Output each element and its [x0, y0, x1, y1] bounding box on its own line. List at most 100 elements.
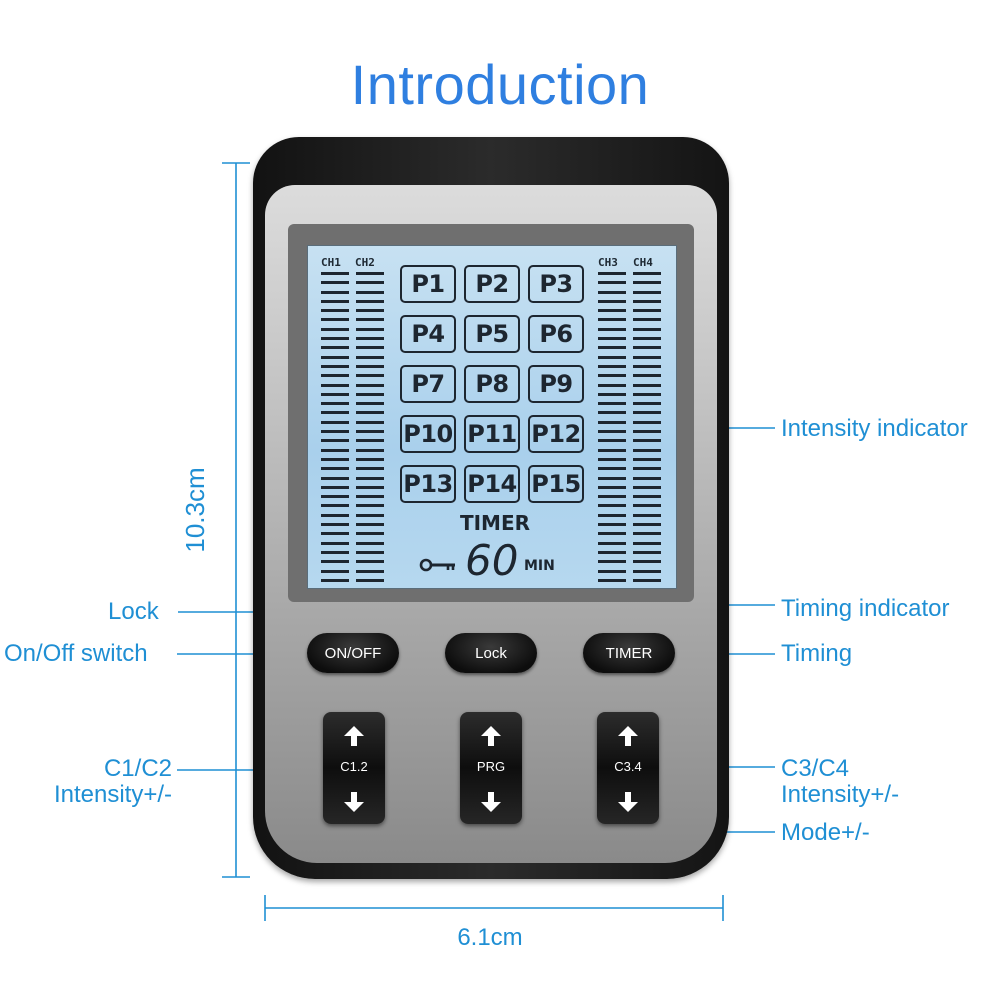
program-p3: P3	[528, 265, 584, 303]
intensity-segment	[598, 485, 626, 489]
timer-button-label: TIMER	[605, 644, 653, 662]
on-off-button[interactable]: ON/OFF	[307, 633, 399, 673]
intensity-segment	[598, 318, 626, 322]
lock-button[interactable]: Lock	[445, 633, 537, 673]
intensity-segment	[321, 476, 349, 480]
intensity-segment	[321, 448, 349, 452]
arrow-down-icon[interactable]	[616, 790, 640, 814]
intensity-segment	[633, 290, 661, 294]
arrow-up-icon[interactable]	[342, 724, 366, 748]
program-p15: P15	[528, 465, 584, 503]
intensity-segment	[321, 513, 349, 517]
timer-button[interactable]: TIMER	[583, 633, 675, 673]
on-off-button-label: ON/OFF	[324, 644, 382, 662]
page-title: Introduction	[350, 53, 650, 116]
arrow-down-icon[interactable]	[479, 790, 503, 814]
c1c2-label: C1/C2	[103, 755, 172, 782]
intensity-segment	[598, 532, 626, 536]
intensity-segment	[356, 374, 384, 378]
lock-button-label: Lock	[475, 644, 507, 662]
intensity-segment	[321, 457, 349, 461]
intensity-segment	[356, 420, 384, 424]
intensity-segment	[633, 299, 661, 303]
intensity-segment	[356, 485, 384, 489]
intensity-segment	[321, 420, 349, 424]
intensity-segment	[598, 569, 626, 573]
program-grid: P1 P2 P3 P4 P5 P6 P7 P8 P9 P10 P11 P12 P…	[400, 265, 590, 503]
intensity-segment	[633, 281, 661, 285]
intensity-segment	[598, 457, 626, 461]
intensity-segment	[633, 467, 661, 471]
ch4-intensity-bars	[633, 272, 661, 582]
program-p2: P2	[464, 265, 520, 303]
intensity-segment	[633, 457, 661, 461]
intensity-segment	[321, 411, 349, 415]
intensity-segment	[356, 439, 384, 443]
intensity-segment	[598, 550, 626, 554]
intensity-segment	[356, 402, 384, 406]
intensity-segment	[321, 272, 349, 275]
intensity-indicator-label: Intensity indicator	[781, 415, 968, 442]
intensity-segment	[598, 439, 626, 443]
intensity-segment	[598, 541, 626, 545]
on-off-switch-label: On/Off switch	[4, 640, 148, 667]
intensity-segment	[356, 569, 384, 573]
lcd-timer-label: TIMER	[459, 511, 531, 535]
intensity-segment	[356, 476, 384, 480]
intensity-segment	[321, 383, 349, 387]
intensity-segment	[356, 411, 384, 415]
ch4-label: CH4	[633, 256, 653, 269]
intensity-segment	[356, 355, 384, 359]
intensity-segment	[633, 476, 661, 480]
c34-label: C3.4	[614, 759, 642, 774]
program-p11: P11	[464, 415, 520, 453]
program-p7: P7	[400, 365, 456, 403]
intensity-segment	[598, 355, 626, 359]
intensity-segment	[356, 523, 384, 527]
intensity-segment	[356, 430, 384, 434]
intensity-segment	[356, 541, 384, 545]
intensity-segment	[356, 513, 384, 517]
intensity-segment	[598, 560, 626, 564]
intensity-segment	[633, 364, 661, 368]
intensity-segment	[321, 467, 349, 471]
intensity-segment	[633, 550, 661, 554]
intensity-segment	[633, 346, 661, 350]
intensity-segment	[598, 290, 626, 294]
intensity-segment	[633, 560, 661, 564]
intensity-segment	[321, 504, 349, 508]
intensity-segment	[356, 327, 384, 331]
intensity-segment	[321, 550, 349, 554]
intensity-segment	[321, 364, 349, 368]
intensity-segment	[356, 318, 384, 322]
arrow-down-icon[interactable]	[342, 790, 366, 814]
intensity-segment	[598, 392, 626, 396]
intensity-segment	[633, 541, 661, 545]
intensity-segment	[598, 337, 626, 341]
lock-label: Lock	[108, 598, 159, 625]
intensity-segment	[321, 569, 349, 573]
intensity-segment	[598, 402, 626, 406]
intensity-segment	[321, 402, 349, 406]
c3c4-label: C3/C4	[781, 755, 850, 782]
intensity-segment	[633, 355, 661, 359]
program-p10: P10	[400, 415, 456, 453]
intensity-segment	[321, 318, 349, 322]
program-p1: P1	[400, 265, 456, 303]
intensity-segment	[633, 513, 661, 517]
c3c4-intensity-label: Intensity+/-	[781, 781, 900, 808]
intensity-segment	[598, 523, 626, 527]
intensity-segment	[633, 318, 661, 322]
arrow-up-icon[interactable]	[479, 724, 503, 748]
intensity-segment	[598, 272, 626, 275]
arrow-up-icon[interactable]	[616, 724, 640, 748]
intensity-segment	[356, 290, 384, 294]
intensity-segment	[321, 346, 349, 350]
intensity-segment	[633, 383, 661, 387]
intensity-segment	[598, 383, 626, 387]
intensity-segment	[633, 578, 661, 582]
intensity-segment	[321, 281, 349, 285]
intensity-segment	[598, 309, 626, 313]
intensity-segment	[633, 392, 661, 396]
ch2-intensity-bars	[356, 272, 384, 582]
